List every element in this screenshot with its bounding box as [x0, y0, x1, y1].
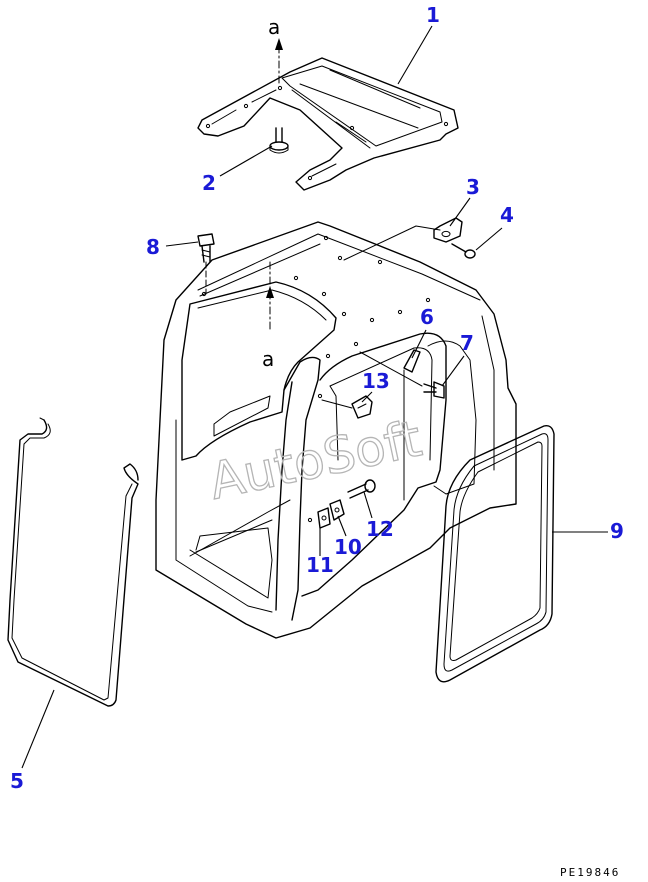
roof-bolt-part [269, 127, 289, 154]
upper-reference-label: a [268, 15, 280, 39]
part-label-6: 6 [420, 305, 434, 329]
lower-reference-arrow [266, 261, 274, 331]
part-label-4: 4 [500, 203, 514, 227]
roof-panel-part [197, 57, 459, 191]
part-label-1: 1 [426, 3, 440, 27]
lower-reference-label: a [262, 347, 274, 371]
striker-plate-part [317, 507, 331, 529]
part-label-5: 5 [10, 769, 24, 793]
part-label-11: 11 [306, 553, 334, 577]
part-label-3: 3 [466, 175, 480, 199]
watermark-text: AutoSoft [204, 409, 426, 510]
bolt-part-8 [197, 233, 215, 295]
part-label-2: 2 [202, 171, 216, 195]
cab-frame-part [155, 221, 517, 639]
drawing-code: PE19846 [560, 866, 620, 879]
part-label-12: 12 [366, 517, 394, 541]
bolt-part-7 [359, 351, 445, 399]
part-label-7: 7 [460, 331, 474, 355]
bolt-part-12 [347, 479, 376, 499]
screw-part [451, 243, 476, 259]
leader-lines [21, 25, 608, 769]
part-label-10: 10 [334, 535, 362, 559]
part-label-9: 9 [610, 519, 624, 543]
window-glass-part [435, 424, 555, 683]
part-label-13: 13 [362, 369, 390, 393]
left-seal-part [7, 417, 139, 707]
bracket-plate-part [329, 499, 345, 521]
clip-part [321, 395, 373, 419]
part-label-8: 8 [146, 235, 160, 259]
bracket-part [343, 217, 463, 261]
upper-reference-arrow [275, 38, 283, 87]
